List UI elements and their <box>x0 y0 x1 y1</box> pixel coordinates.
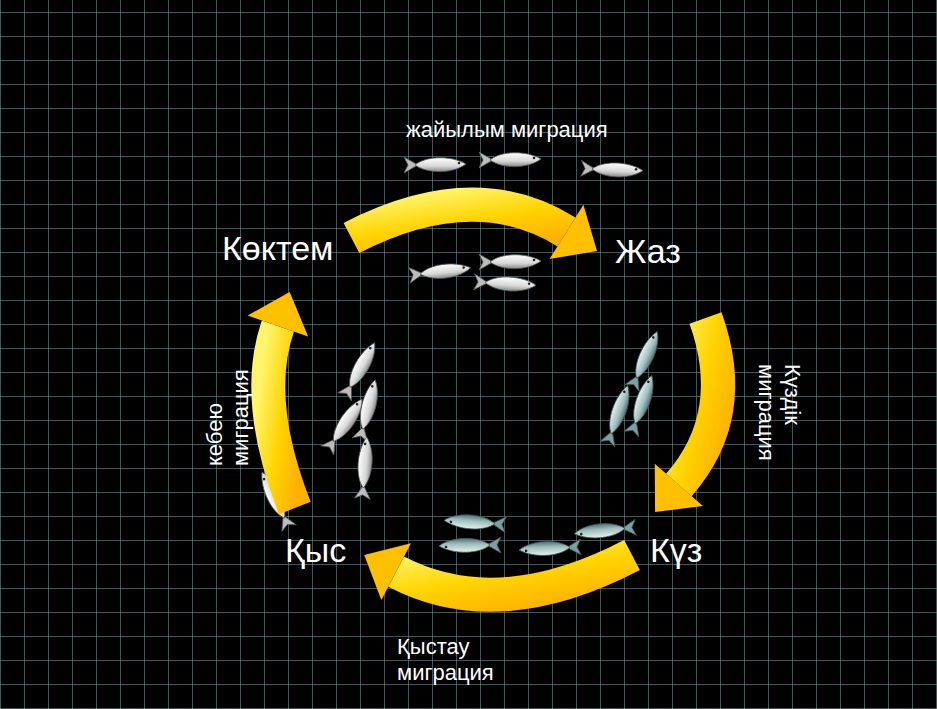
migration-label: кебею миграция <box>202 354 254 466</box>
season-node: Қыс <box>281 528 350 572</box>
season-node: Көктем <box>218 226 337 270</box>
migration-label: жайылым миграция <box>406 117 608 143</box>
migration-arrow <box>248 292 308 508</box>
arrow-head <box>550 205 597 259</box>
season-name: Жаз <box>615 231 681 271</box>
season-name: Көктем <box>222 228 333 268</box>
arrow-body <box>268 326 295 508</box>
arrow-body <box>679 318 718 485</box>
migration-arrow <box>364 543 632 600</box>
season-node: Жаз <box>611 229 685 273</box>
migration-arrow <box>351 205 597 259</box>
season-name: Қыс <box>285 530 346 570</box>
migration-label: Қыстау миграция <box>397 634 547 686</box>
season-name: Күз <box>650 530 702 570</box>
migration-arrow <box>655 318 718 512</box>
arrow-head <box>248 292 308 336</box>
arrow-head <box>655 464 703 512</box>
season-node: Күз <box>646 528 706 572</box>
arrow-head <box>364 543 411 600</box>
arrow-body <box>396 555 632 595</box>
migration-label: Күздік миграция <box>753 364 805 476</box>
arrow-body <box>351 205 566 238</box>
